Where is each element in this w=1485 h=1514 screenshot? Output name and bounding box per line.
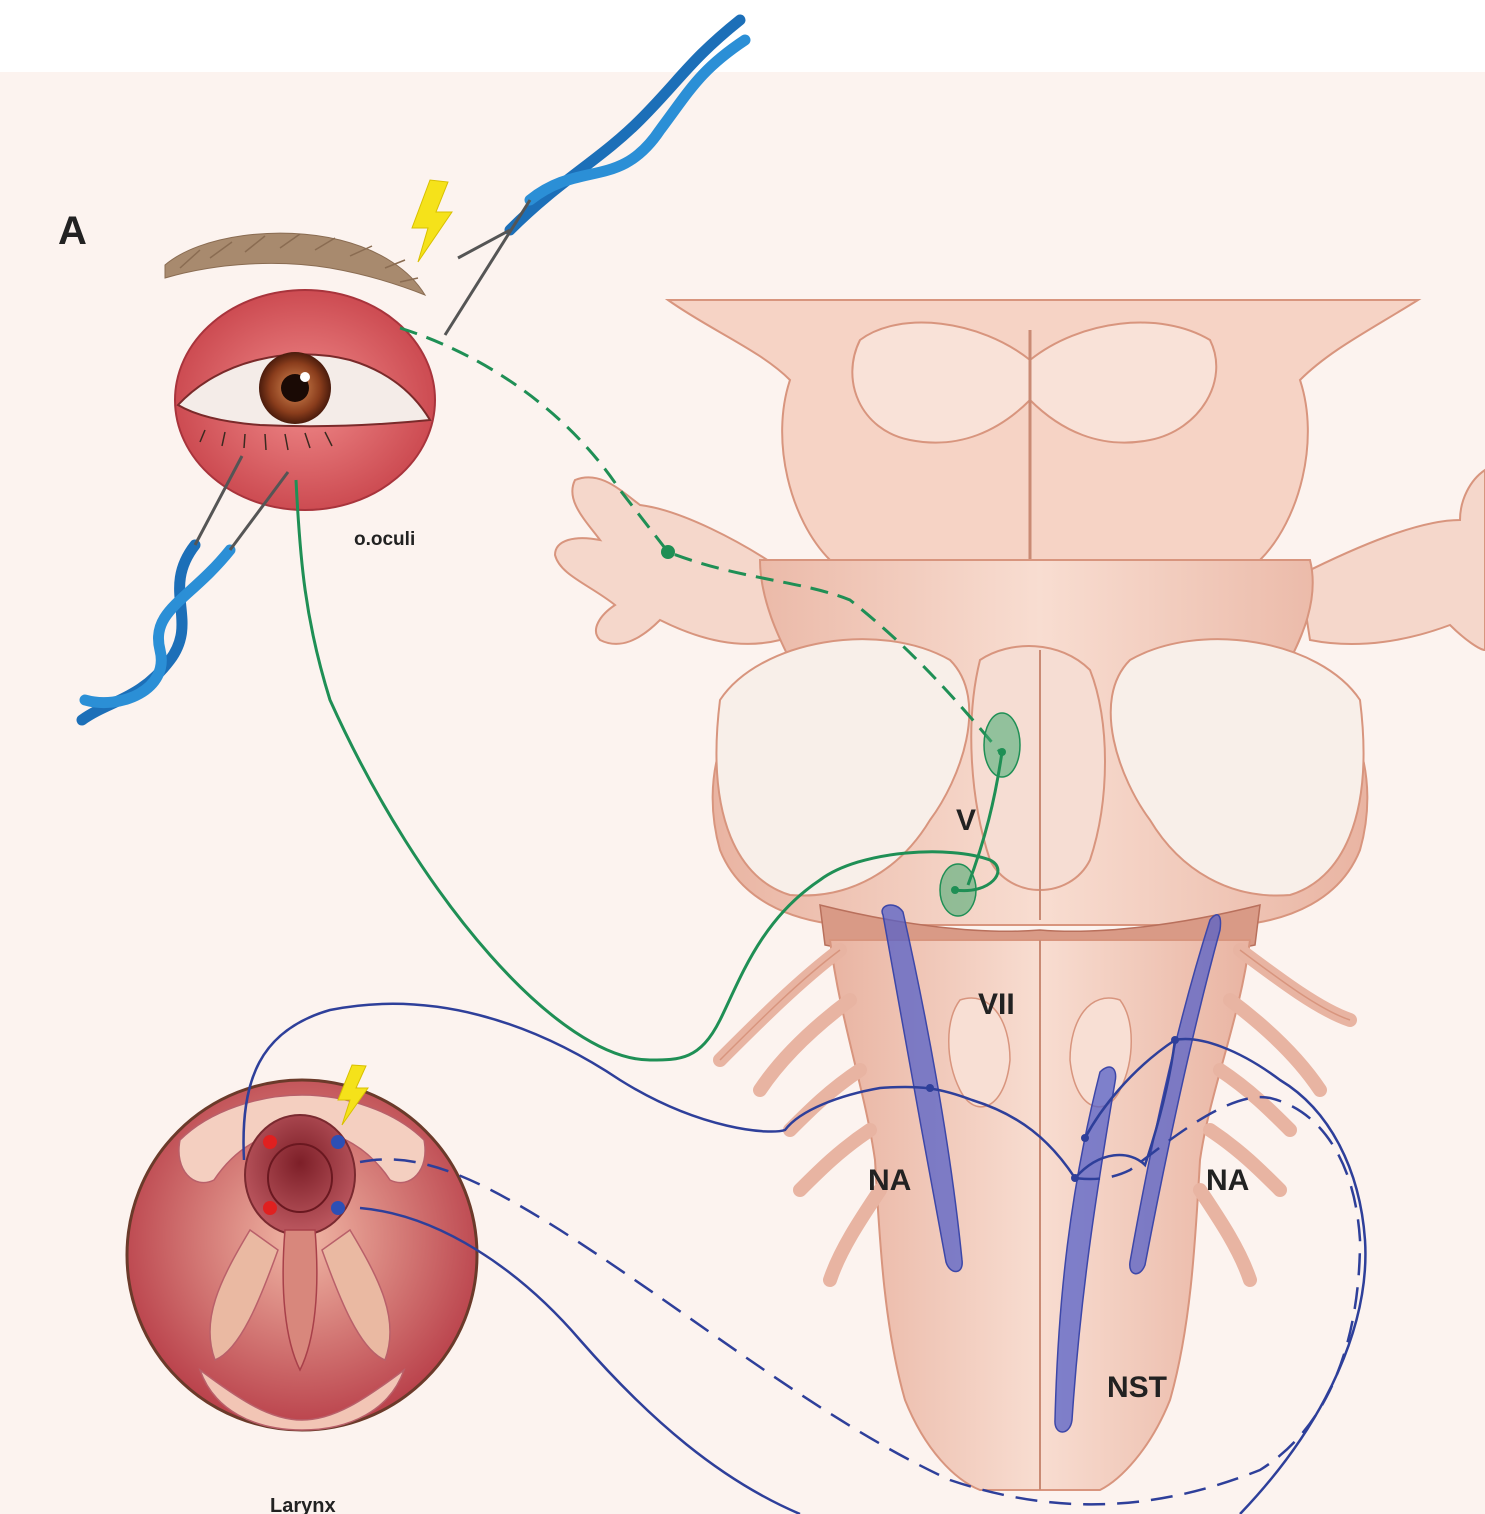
na-left-node (926, 1084, 934, 1092)
blue-electrode-upper (331, 1135, 345, 1149)
trigeminal-label: V (956, 804, 976, 837)
nst-entry-node (1071, 1174, 1079, 1182)
nucleus-ambiguus-right-label: NA (1206, 1164, 1249, 1197)
panel-label: A (58, 209, 87, 253)
eye-highlight (300, 372, 310, 382)
red-electrode-upper (263, 1135, 277, 1149)
trigeminal-nucleus-upper (984, 713, 1020, 777)
blue-electrode-lower (331, 1201, 345, 1215)
larynx-label: Larynx (270, 1495, 336, 1514)
o-oculi-label: o.oculi (354, 529, 415, 550)
red-electrode-lower (263, 1201, 277, 1215)
nucleus-ambiguus-left-label: NA (868, 1164, 911, 1197)
facial-label: VII (978, 988, 1015, 1021)
nst-node (1081, 1134, 1089, 1142)
larynx-illustration (127, 1080, 477, 1430)
nucleus-solitary-tract-label: NST (1107, 1371, 1167, 1404)
gasserian-ganglion-node (661, 545, 675, 559)
glottis (245, 1115, 355, 1235)
